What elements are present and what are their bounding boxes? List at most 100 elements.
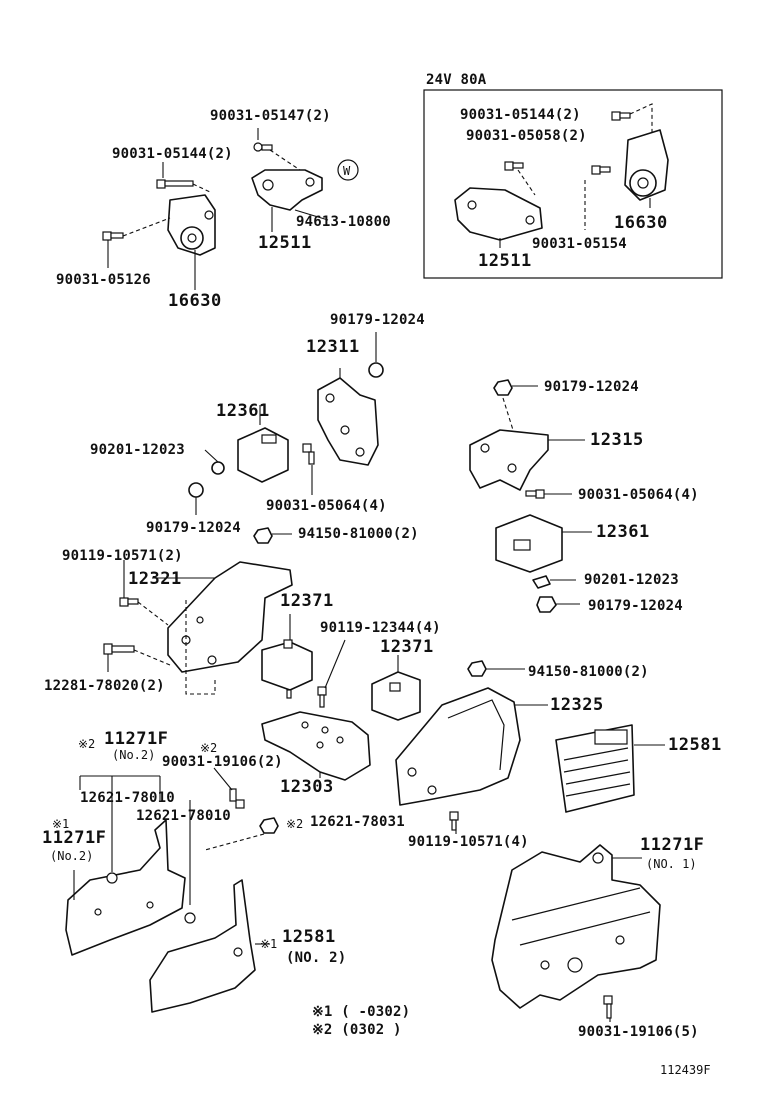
bracket-12321[interactable] <box>167 561 293 673</box>
label-e6: 90179-12024 <box>588 598 683 614</box>
label-f6: 12281-78020(2) <box>44 678 165 694</box>
label-b4: 12511 <box>258 233 312 253</box>
shield-11271f-no2[interactable] <box>65 819 186 956</box>
figure-code: 112439F <box>660 1063 711 1077</box>
label-i1: 11271F <box>640 835 704 855</box>
label-h4: 12303 <box>280 777 334 797</box>
adjusting-bar-12511-left[interactable] <box>251 169 323 211</box>
label-b5: 90031-05126 <box>56 272 151 288</box>
label-j1: 12581 <box>282 927 336 947</box>
label-g3: 12581 <box>668 735 722 755</box>
bolt-90031-05058[interactable] <box>504 161 524 171</box>
bolt-90031-19106-right[interactable] <box>603 995 613 1019</box>
bolt-90031-05147[interactable] <box>253 142 273 152</box>
insulator-12371-center[interactable] <box>371 671 421 721</box>
bracket-12315[interactable] <box>469 429 549 491</box>
label-d5: 90031-05064(4) <box>266 498 387 514</box>
bolt-90031-05144-left[interactable] <box>156 179 194 189</box>
label-b1: 90031-05147(2) <box>210 108 331 124</box>
bracket-12303[interactable] <box>261 711 371 781</box>
insulator-12361-left[interactable] <box>237 427 289 483</box>
nut-90179-12024-right[interactable] <box>536 596 557 613</box>
insulator-12361-right[interactable] <box>495 514 563 573</box>
right-bracket-group <box>469 379 592 613</box>
label-h3: 90031-19106(2) <box>162 754 283 770</box>
label-g2: 12325 <box>550 695 604 715</box>
cover-12581[interactable] <box>555 724 635 813</box>
label-j3: 90031-19106(5) <box>578 1024 699 1040</box>
w-symbol <box>337 159 359 181</box>
alternator-16630-box[interactable] <box>624 129 669 201</box>
label-f5: 12371 <box>380 637 434 657</box>
label-d6: 90179-12024 <box>146 520 241 536</box>
label-d2: 12311 <box>306 337 360 357</box>
label-h1: 11271F <box>104 729 168 749</box>
label-f3: 12371 <box>280 591 334 611</box>
label-c1: 90031-05144(2) <box>460 107 581 123</box>
label-c4: 12511 <box>478 251 532 271</box>
mark-m4: ※2 <box>286 817 303 831</box>
note-2: ※2 (0302 ) <box>312 1022 402 1038</box>
bolt-90031-05064-left[interactable] <box>302 443 315 465</box>
bracket-12311[interactable] <box>317 377 379 466</box>
note-1: ※1 ( -0302) <box>312 1004 410 1020</box>
bolt-90031-05144-box[interactable] <box>611 111 631 121</box>
label-e5: 90201-12023 <box>584 572 679 588</box>
nut-90179-12024-right-top[interactable] <box>493 379 513 396</box>
label-d7: 94150-81000(2) <box>298 526 419 542</box>
nut-94150-81000-right[interactable] <box>467 660 487 677</box>
box-24v-80a <box>423 89 723 279</box>
insulator-12371-left[interactable] <box>261 639 313 699</box>
mark-m5: ※1 <box>260 937 277 951</box>
bottom-left-shields <box>65 775 270 1013</box>
alternator-16630-left[interactable] <box>167 194 216 256</box>
label-f1: 90119-10571(2) <box>62 548 183 564</box>
bolt-90119-10571-right[interactable] <box>449 811 459 831</box>
bottom-right-shield <box>491 844 661 1022</box>
label-e3: 90031-05064(4) <box>578 487 699 503</box>
right-mount-group <box>395 660 665 834</box>
nut-90179-12024-left[interactable] <box>188 482 204 498</box>
label-j2: (NO. 2) <box>286 950 346 966</box>
label-b2: 90031-05144(2) <box>112 146 233 162</box>
center-mount-group <box>204 639 421 851</box>
label-i2: (NO. 1) <box>646 857 697 871</box>
w-symbol-text: W <box>343 164 351 178</box>
stud-12281-78020[interactable] <box>103 643 135 655</box>
label-c5: 90031-05154 <box>532 236 627 252</box>
bolt-90031-19106-center[interactable] <box>229 788 245 809</box>
washer-90201-12023-right[interactable] <box>532 575 551 589</box>
mark-m1: ※2 <box>78 737 95 751</box>
shield-11271f-no1[interactable] <box>491 844 661 1009</box>
label-c2: 90031-05058(2) <box>466 128 587 144</box>
label-d3: 12361 <box>216 401 270 421</box>
bolt-90119-12344[interactable] <box>317 686 327 708</box>
engine-bracket-group <box>188 332 384 515</box>
label-h7: 12621-78031 <box>310 814 405 830</box>
bolt-90031-05126[interactable] <box>102 231 124 241</box>
label-f4: 90119-12344(4) <box>320 620 441 636</box>
label-d1: 90179-12024 <box>330 312 425 328</box>
nut-94150-81000-left[interactable] <box>253 527 273 544</box>
washer-90201-12023-left[interactable] <box>211 461 225 475</box>
bolt-90119-10571-left[interactable] <box>119 597 139 607</box>
label-d4: 90201-12023 <box>90 442 185 458</box>
label-h8: 11271F <box>42 828 106 848</box>
shield-12581-no2[interactable] <box>149 879 256 1013</box>
label-e1: 90179-12024 <box>544 379 639 395</box>
nut-90179-12024-upper[interactable] <box>368 362 384 378</box>
label-b3: 94613-10800 <box>296 214 391 230</box>
label-f2: 12321 <box>128 569 182 589</box>
mark-m2: ※2 <box>200 741 217 755</box>
adjusting-bar-12511-box[interactable] <box>454 187 543 241</box>
labels: 24V 80A 90031-05147(2) 90031-05144(2) 94… <box>42 72 722 1077</box>
nut-12621-78031[interactable] <box>259 817 279 834</box>
label-b6: 16630 <box>168 291 222 311</box>
left-mount-group <box>103 527 313 699</box>
bolt-90031-05064-right[interactable] <box>525 489 545 499</box>
label-g1: 94150-81000(2) <box>528 664 649 680</box>
box-title: 24V 80A <box>426 72 487 88</box>
bolt-90031-05154[interactable] <box>591 165 611 175</box>
alternator-group-top-left <box>102 128 359 290</box>
